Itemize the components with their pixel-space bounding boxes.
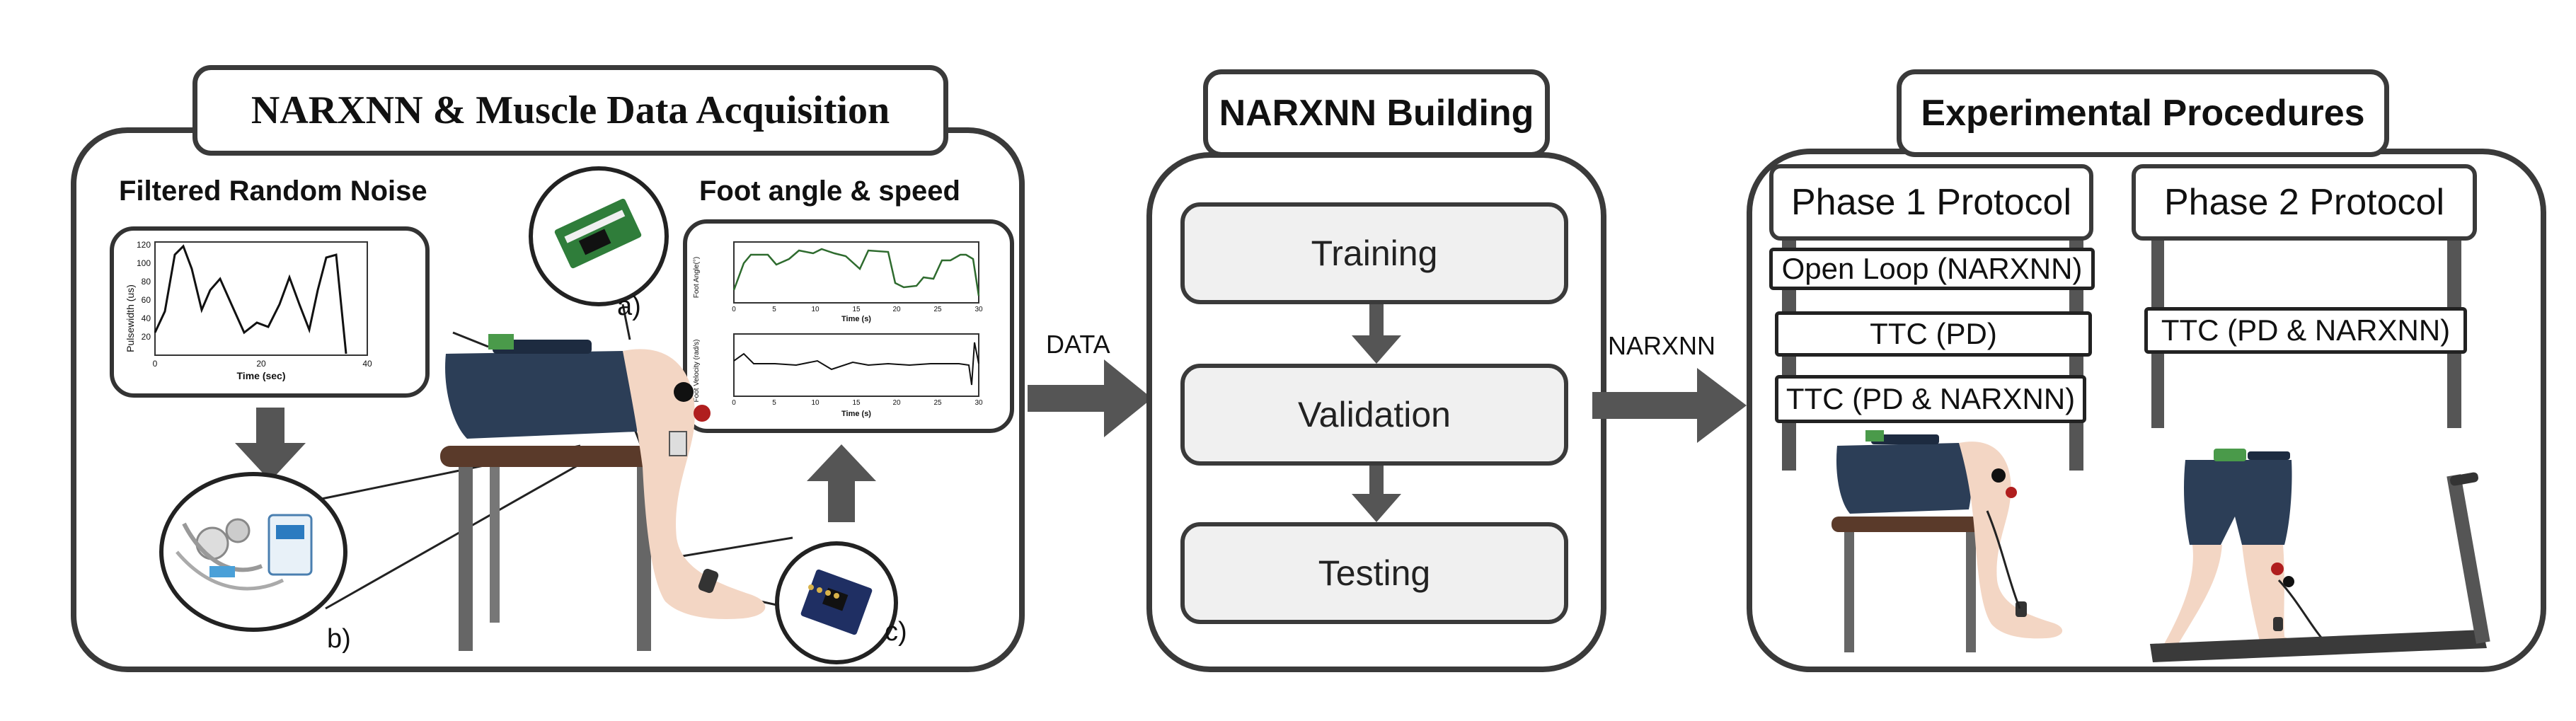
svg-text:0: 0 bbox=[732, 306, 736, 313]
data-arrow-label: DATA bbox=[1046, 330, 1110, 359]
up-arrow bbox=[807, 444, 876, 522]
noise-plot-box bbox=[110, 226, 430, 398]
svg-text:120: 120 bbox=[137, 240, 151, 250]
foot-velocity-ylabel: Foot Velocity (rad/s) bbox=[693, 340, 701, 403]
foot-velocity-xticks: 0 5 10 15 20 25 30 bbox=[732, 399, 983, 407]
callout-c-label: c) bbox=[885, 617, 907, 647]
foot-angle-xticks: 0 5 10 15 20 25 30 bbox=[732, 306, 983, 313]
phase1-title: Phase 1 Protocol bbox=[1769, 164, 2093, 241]
svg-text:60: 60 bbox=[142, 295, 151, 305]
svg-text:10: 10 bbox=[811, 306, 820, 313]
ankle-sensor bbox=[698, 568, 719, 594]
leg bbox=[623, 349, 766, 619]
callout-a bbox=[529, 166, 669, 306]
acquisition-illustration bbox=[159, 166, 898, 664]
procedures-illustration bbox=[1832, 430, 2490, 662]
svg-text:20: 20 bbox=[892, 306, 901, 313]
svg-text:15: 15 bbox=[852, 306, 861, 313]
narxnn-arrow bbox=[1592, 368, 1747, 443]
svg-text:15: 15 bbox=[852, 399, 861, 407]
callout-a-label: a) bbox=[617, 292, 641, 321]
callout-b bbox=[159, 472, 347, 632]
data-arrow bbox=[1028, 359, 1152, 437]
phase2-title: Phase 2 Protocol bbox=[2132, 164, 2477, 241]
svg-text:5: 5 bbox=[772, 306, 776, 313]
svg-text:30: 30 bbox=[974, 399, 983, 407]
microcontroller-on-leg bbox=[488, 334, 514, 350]
step-testing: Testing bbox=[1180, 522, 1568, 624]
step-training: Training bbox=[1180, 202, 1568, 304]
callout-b-label: b) bbox=[327, 624, 351, 654]
electrode-strip bbox=[493, 340, 592, 354]
svg-text:0: 0 bbox=[732, 399, 736, 407]
svg-text:20: 20 bbox=[256, 359, 266, 369]
procedures-title: Experimental Procedures bbox=[1897, 69, 2389, 157]
arrow-training-validation bbox=[1352, 304, 1401, 364]
down-arrow bbox=[235, 408, 306, 481]
electrode-black bbox=[674, 382, 694, 402]
foot-angle-line bbox=[732, 248, 980, 296]
foot-velocity-line bbox=[733, 342, 979, 386]
foot-angle-ylabel: Foot Angle(°) bbox=[693, 257, 701, 298]
svg-text:5: 5 bbox=[772, 399, 776, 407]
noise-x-ticks: 0 20 40 bbox=[153, 359, 372, 369]
phase1-seated-figure bbox=[1832, 430, 2063, 652]
svg-text:Pulsewidth (us): Pulsewidth (us) bbox=[125, 284, 136, 352]
shorts bbox=[445, 351, 640, 439]
noise-plot: Pulsewidth (us) 120 100 80 60 40 20 0 20… bbox=[125, 240, 372, 381]
electrode-red bbox=[694, 405, 711, 422]
noise-y-axis-label: Pulsewidth (us) bbox=[125, 284, 136, 352]
svg-text:25: 25 bbox=[933, 399, 942, 407]
knee-clip bbox=[669, 431, 687, 456]
step-validation: Validation bbox=[1180, 364, 1568, 466]
noise-y-ticks: 120 100 80 60 40 20 bbox=[137, 240, 151, 342]
svg-text:10: 10 bbox=[811, 399, 820, 407]
svg-text:30: 30 bbox=[974, 306, 983, 313]
foot-angle-xlabel: Time (s) bbox=[841, 315, 871, 323]
foot-label: Foot angle & speed bbox=[699, 175, 960, 207]
phase1-item-ttc-pd-narxnn: TTC (PD & NARXNN) bbox=[1775, 375, 2086, 423]
callout-c bbox=[775, 541, 898, 664]
svg-text:0: 0 bbox=[153, 359, 158, 369]
foot-velocity-axes bbox=[733, 333, 979, 397]
svg-text:40: 40 bbox=[362, 359, 372, 369]
phase1-item-open-loop: Open Loop (NARXNN) bbox=[1769, 248, 2095, 290]
svg-text:25: 25 bbox=[933, 306, 942, 313]
noise-x-axis-label: Time (sec) bbox=[237, 370, 286, 381]
arrow-validation-testing bbox=[1352, 466, 1401, 522]
building-title: NARXNN Building bbox=[1203, 69, 1550, 157]
phase1-item-ttc-pd: TTC (PD) bbox=[1775, 311, 2092, 357]
noise-label: Filtered Random Noise bbox=[119, 175, 427, 207]
noise-axes bbox=[154, 241, 368, 356]
phase2-item-ttc-pd-narxnn: TTC (PD & NARXNN) bbox=[2144, 307, 2467, 354]
acquisition-title: NARXNN & Muscle Data Acquisition bbox=[192, 65, 948, 156]
narxnn-arrow-label: NARXNN bbox=[1608, 331, 1716, 360]
foot-velocity-xlabel: Time (s) bbox=[841, 410, 871, 418]
svg-text:100: 100 bbox=[137, 258, 151, 268]
svg-text:20: 20 bbox=[142, 332, 151, 342]
svg-text:40: 40 bbox=[142, 313, 151, 323]
noise-signal-line bbox=[154, 244, 347, 354]
foot-angle-axes bbox=[733, 241, 979, 304]
svg-text:20: 20 bbox=[892, 399, 901, 407]
phase2-walking-figure bbox=[2150, 449, 2490, 662]
foot-plot: Foot Angle(°) 0 5 10 15 20 25 30 Time (s… bbox=[693, 241, 983, 418]
svg-text:80: 80 bbox=[142, 277, 151, 287]
